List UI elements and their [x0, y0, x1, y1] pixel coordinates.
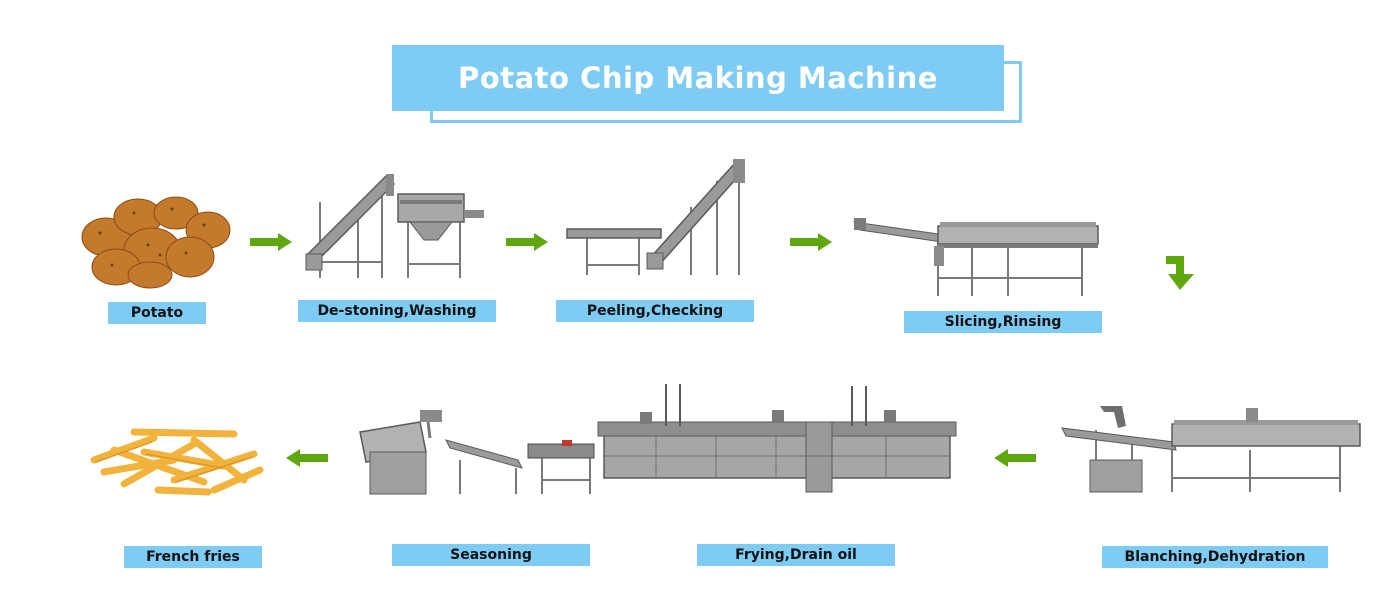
blanching-dehydration-machine-icon	[1061, 406, 1361, 493]
step-label-potato: Potato	[108, 302, 206, 324]
slicing-rinsing-machine-icon	[852, 218, 1099, 296]
french-fries-icon	[90, 428, 264, 496]
arrow-down-icon	[1166, 256, 1194, 290]
arrow-right-icon	[790, 233, 832, 251]
arrow-right-icon	[250, 233, 292, 251]
potato-pile-icon	[81, 196, 231, 289]
step-label-destoning-washing: De-stoning,Washing	[298, 300, 496, 322]
title-banner: Potato Chip Making Machine	[392, 45, 1024, 125]
frying-machine-icon	[597, 384, 957, 493]
step-label-seasoning: Seasoning	[392, 544, 590, 566]
peeling-checking-machine-icon	[566, 159, 745, 275]
arrow-left-icon	[286, 449, 328, 467]
page-title: Potato Chip Making Machine	[392, 45, 1004, 111]
arrow-right-icon	[506, 233, 548, 251]
destoning-washing-machine-icon	[305, 174, 484, 278]
arrow-left-icon	[994, 449, 1036, 467]
seasoning-machine-icon	[359, 410, 595, 495]
step-label-peeling-checking: Peeling,Checking	[556, 300, 754, 322]
step-label-slicing-rinsing: Slicing,Rinsing	[904, 311, 1102, 333]
step-label-french-fries: French fries	[124, 546, 262, 568]
step-label-frying-drain-oil: Frying,Drain oil	[697, 544, 895, 566]
step-label-blanching-dehydration: Blanching,Dehydration	[1102, 546, 1328, 568]
